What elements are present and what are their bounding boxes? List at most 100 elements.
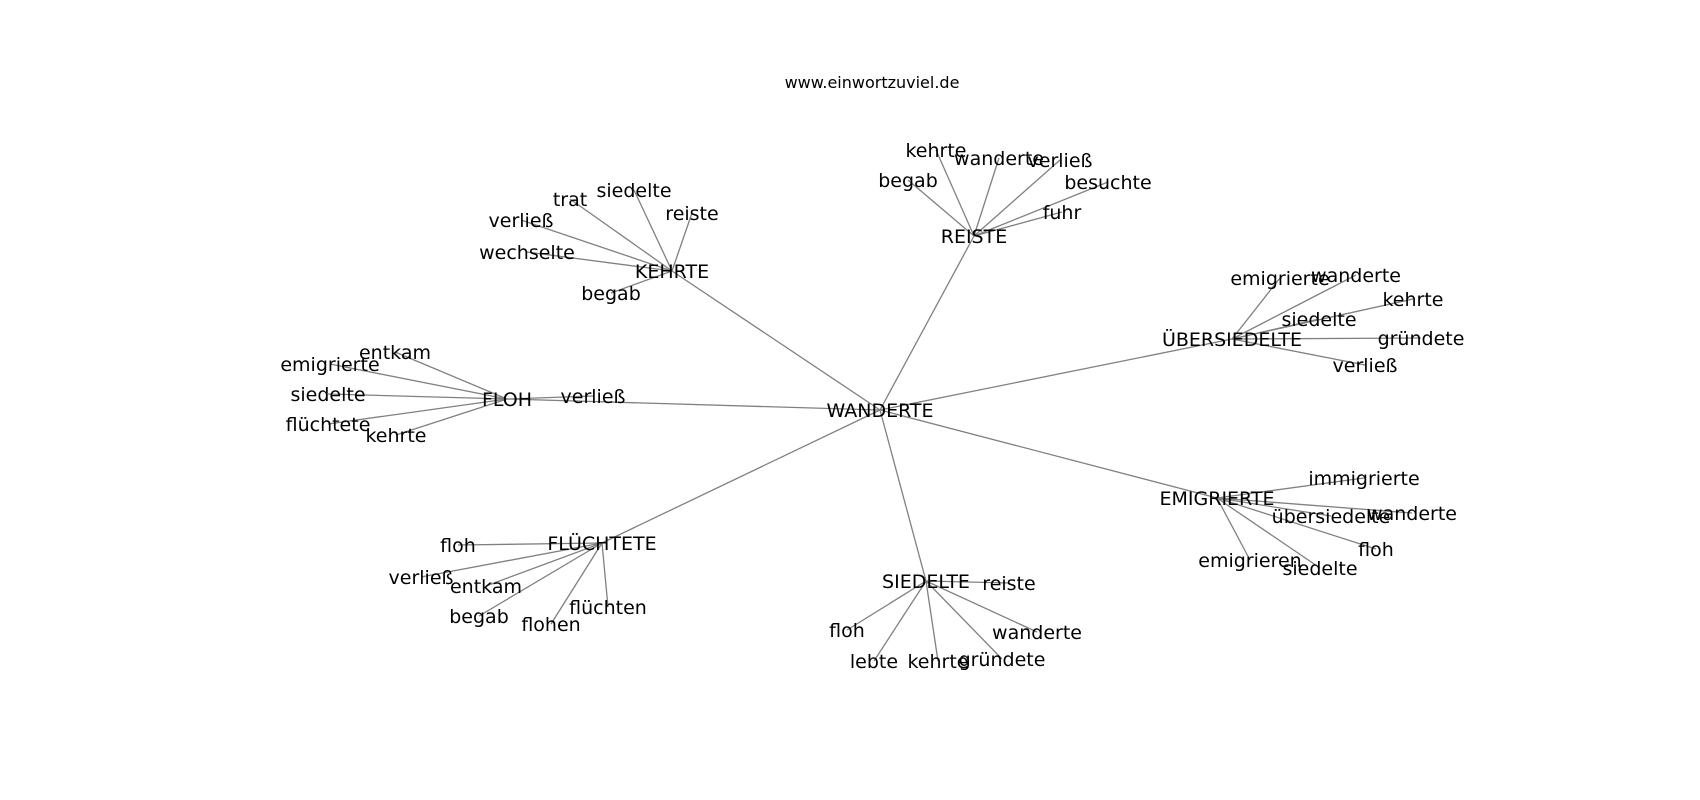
edge-floh-5 [395,398,508,436]
edge-emigrierte-2 [1216,497,1413,514]
edge-siedelte-3 [873,580,927,662]
center-node: WANDERTE [826,400,933,422]
word-node: begab [449,606,509,628]
edge-kehrte-4 [526,251,673,272]
edge-reiste-5 [973,211,1063,237]
edge-fluechtete-2 [485,542,603,587]
edge-kehrte-5 [610,270,673,294]
word-node: reiste [982,573,1035,595]
word-node: verließ [1333,355,1398,377]
edge-emigrierte-0 [1216,477,1365,499]
word-node: entkam [450,576,522,598]
word-node: wechselte [479,242,575,264]
edge-emigrierte-5 [1216,497,1321,569]
edge-siedelte-5 [925,580,1003,660]
edge-floh-1 [329,363,508,400]
word-node: floh [440,535,476,557]
edge-fluechtete-0 [457,542,603,546]
edge-emigrierte-3 [1216,497,1377,550]
word-node: begab [581,283,641,305]
edge-siedelte-0 [925,580,1010,584]
word-node: siedelte [1282,558,1357,580]
word-node: verließ [1028,150,1093,172]
edge-fluechtete-1 [420,542,603,578]
word-node: reiste [665,203,718,225]
edge-kehrte-1 [569,198,673,272]
word-node: begab [878,170,938,192]
word-node: lebte [850,651,898,673]
edge-fluechtete-3 [478,542,603,617]
word-node: floh [829,620,865,642]
edge-uebersiedelte-4 [1231,337,1422,340]
edge-emigrierte-4 [1216,497,1251,561]
word-node: floh [1358,539,1394,561]
word-node: flohen [521,614,580,636]
word-node: emigrierte [280,354,379,376]
edge-floh-2 [327,393,508,400]
word-node: verließ [389,567,454,589]
word-node: wanderte [1367,503,1457,525]
word-node: immigrierte [1308,468,1419,490]
graph-edges [327,149,1422,662]
edge-center-kehrte [671,270,881,411]
edge-uebersiedelte-5 [1231,338,1366,366]
word-node: gründete [1378,328,1465,350]
hub-node-uebersiedelte: ÜBERSIEDELTE [1162,328,1302,351]
word-node: kehrte [1382,289,1443,311]
edge-reiste-0 [935,149,975,237]
edge-uebersiedelte-0 [1231,277,1281,340]
edge-floh-3 [506,395,594,400]
edge-reiste-4 [973,181,1109,237]
edge-siedelte-1 [846,580,927,631]
word-node: flüchten [569,597,647,619]
word-node: verließ [561,386,626,408]
site-url: www.einwortzuviel.de [785,73,960,92]
edge-center-siedelte [879,409,927,582]
word-node: flüchtete [286,414,371,436]
word-node: kehrte [365,425,426,447]
hub-node-reiste: REISTE [941,226,1007,248]
word-node: emigrieren [1198,550,1301,572]
edge-center-reiste [879,235,975,411]
hub-node-kehrte: KEHRTE [635,261,709,283]
edge-reiste-3 [907,179,975,237]
word-node: entkam [359,342,431,364]
word-node: wanderte [992,622,1082,644]
graph-labels: WANDERTEREISTEkehrtewanderteverließbegab… [280,140,1464,673]
word-node: kehrte [905,140,966,162]
word-node: emigrierte [1230,268,1329,290]
word-node: fuhr [1043,202,1082,224]
edge-reiste-2 [973,159,1061,237]
word-node: besuchte [1064,172,1151,194]
word-node: gründete [959,649,1046,671]
edge-center-floh [506,398,881,411]
hub-node-emigrierte: EMIGRIERTE [1160,488,1275,510]
word-node: wanderte [1311,265,1401,287]
hub-node-fluechtete: FLÜCHTETE [547,532,656,555]
edge-floh-4 [327,398,508,425]
edge-center-fluechtete [601,409,881,544]
edge-siedelte-4 [925,580,939,662]
word-node: siedelte [596,180,671,202]
edge-reiste-1 [973,157,1000,237]
hub-node-floh: FLOH [482,389,532,411]
edge-kehrte-3 [520,219,673,272]
word-node: siedelte [290,384,365,406]
word-node: siedelte [1281,309,1356,331]
edge-fluechtete-4 [550,542,603,625]
edge-floh-0 [394,351,508,400]
edge-center-emigrierte [879,409,1218,499]
edge-fluechtete-5 [601,542,609,608]
edge-emigrierte-1 [1216,497,1332,517]
word-node: verließ [489,210,554,232]
edge-siedelte-2 [925,580,1038,633]
word-node: kehrte [907,651,968,673]
edge-center-uebersiedelte [879,338,1233,411]
edge-kehrte-2 [671,212,693,272]
edge-uebersiedelte-3 [1231,318,1320,340]
edge-kehrte-0 [633,189,673,272]
word-node: wanderte [954,148,1044,170]
word-node: übersiedelte [1272,506,1391,528]
word-node: trat [553,189,587,211]
